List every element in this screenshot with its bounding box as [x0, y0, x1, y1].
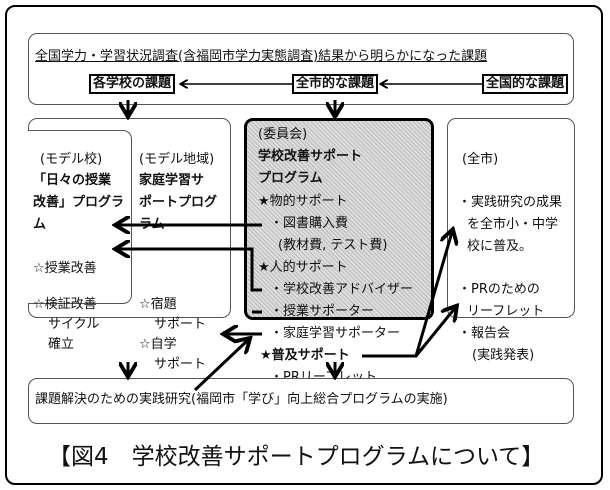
- city-line: 校に普及。: [467, 239, 533, 254]
- city-line: リーフレット: [467, 304, 545, 319]
- committee-line: ・図書購入費: [270, 216, 349, 231]
- city-line: ・実践研究の成果: [458, 195, 563, 210]
- model-area-heading: (モデル地域): [139, 152, 215, 167]
- model-school-item: 確立: [48, 337, 75, 352]
- city-line: ・PRのための: [458, 282, 540, 297]
- figure-caption: 【図4 学校改善サポートプログラムについて】: [48, 444, 545, 470]
- model-school-item: ☆検証改善: [33, 297, 97, 312]
- city-heading: (全市): [462, 152, 499, 167]
- committee-heading: (委員会): [258, 127, 308, 142]
- committee-title: 学校改善サポート: [258, 149, 363, 164]
- model-area-item: サポート: [154, 317, 207, 332]
- committee-line: (教材費, テスト費): [278, 238, 388, 253]
- model-area-title: ポートプログ: [139, 195, 218, 210]
- committee-line: ★普及サポート: [260, 348, 350, 363]
- committee-line: ★人的サポート: [258, 260, 348, 275]
- model-area-item: ☆自学: [139, 337, 177, 352]
- model-school-heading: (モデル校): [40, 152, 103, 167]
- bottom-box: [28, 378, 574, 424]
- city-line: (実践発表): [472, 348, 535, 363]
- arrow-spread-1: [362, 232, 452, 358]
- committee-line: ・学校改善アドバイザー: [270, 282, 414, 297]
- model-school-title: 改善」プログラ: [33, 195, 125, 210]
- model-school-item: サイクル: [48, 317, 100, 332]
- arrow-spread-2: [414, 308, 455, 357]
- committee-box: [244, 118, 434, 320]
- city-line: ・報告会: [458, 326, 511, 341]
- committee-line: ★物的サポート: [258, 194, 348, 209]
- bottom-text: 課題解決のための実践研究(福岡市「学び」向上総合プログラムの実施): [35, 392, 448, 407]
- model-area-item: サポート: [154, 357, 207, 372]
- model-school-title: 「日々の授業: [33, 173, 112, 188]
- city-box: [447, 118, 575, 318]
- model-school-item: ☆授業改善: [33, 261, 97, 276]
- model-area-item: ☆宿題: [139, 297, 177, 312]
- top-title: 全国学力・学習状況調査(含福岡市学力実態調査)結果から明らかになった課題: [35, 49, 488, 64]
- label-city-issues: 全市的な課題: [292, 74, 379, 95]
- model-area-title: 家庭学習サ: [139, 173, 205, 188]
- city-line: を全市小・中学: [467, 217, 559, 232]
- committee-title: プログラム: [258, 171, 323, 186]
- label-national-issues: 全国的な課題: [482, 74, 569, 95]
- label-school-issues: 各学校の課題: [89, 74, 176, 95]
- committee-line: ・授業サポーター: [270, 304, 375, 319]
- committee-line: ・家庭学習サポーター: [270, 326, 401, 341]
- arrow-research-to-committee: [193, 340, 248, 392]
- arrow-staff: [118, 249, 262, 292]
- model-school-title: ム: [33, 217, 47, 232]
